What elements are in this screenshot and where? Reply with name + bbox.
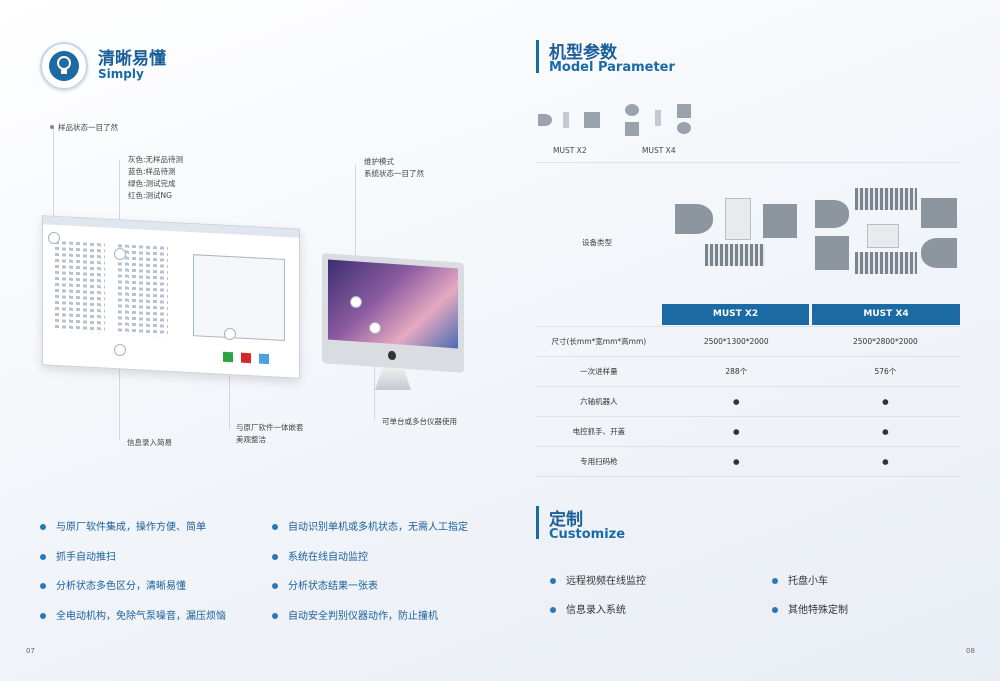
- device-x2-diagram: [675, 188, 800, 270]
- custom-item: 远程视频在线监控: [550, 572, 646, 587]
- page-number-left: 07: [26, 647, 35, 655]
- callout-maintenance: 维护模式 系统状态一目了然: [364, 157, 424, 178]
- model-x2-thumbnail: [538, 110, 602, 132]
- section-subtitle-simply: Simply: [98, 67, 144, 81]
- section-subtitle-customize: Customize: [549, 527, 626, 542]
- table-header-x2: MUST X2: [662, 304, 809, 325]
- dot: [50, 125, 54, 129]
- callout-samples: 样品状态一目了然: [50, 122, 118, 134]
- title-bar: [536, 40, 539, 73]
- parameter-table: 尺寸(长mm*宽mm*高mm) 2500*1300*2000 2500*2800…: [536, 327, 960, 477]
- callout-multi: 可单台或多台仪器使用: [382, 417, 457, 426]
- model-x4-label: MUST X4: [642, 146, 676, 155]
- section-title-simply: 清晰易懂: [98, 49, 166, 69]
- lightbulb-icon: [40, 42, 88, 90]
- feature-item: 系统在线自动监控: [272, 543, 468, 573]
- section-title-model: 机型参数: [549, 43, 617, 63]
- callout-colors: 灰色:无样品待测 蓝色:样品待测 绿色:测试完成 红色:测试NG: [128, 155, 184, 200]
- table-row: 尺寸(长mm*宽mm*高mm) 2500*1300*2000 2500*2800…: [536, 327, 960, 357]
- status-red: [241, 352, 251, 364]
- table-row: 专用扫码枪 ● ●: [536, 446, 960, 477]
- table-header-x4: MUST X4: [812, 304, 960, 325]
- table-row: 六轴机器人 ● ●: [536, 386, 960, 417]
- section-subtitle-model: Model Parameter: [549, 60, 675, 75]
- custom-item: 信息录入系统: [550, 601, 626, 616]
- software-screenshot: [42, 215, 300, 379]
- custom-item: 托盘小车: [772, 572, 828, 587]
- page-number-right: 08: [966, 647, 975, 655]
- feature-item: 自动安全判别仪器动作，防止撞机: [272, 602, 468, 632]
- device-type-label: 设备类型: [582, 238, 612, 247]
- feature-item: 自动识别单机或多机状态，无需人工指定: [272, 513, 468, 543]
- model-x2-label: MUST X2: [553, 146, 587, 155]
- status-green: [223, 351, 233, 363]
- monitor-stand: [375, 368, 411, 390]
- apple-logo-icon: [388, 350, 396, 361]
- features-col1: 与原厂软件集成，操作方便、简单 抓手自动推扫 分析状态多色区分，清晰易懂 全电动…: [40, 513, 226, 631]
- dialog-panel: [193, 254, 285, 341]
- feature-item: 分析状态多色区分，清晰易懂: [40, 572, 226, 602]
- sample-grid-left: [55, 240, 105, 334]
- feature-item: 与原厂软件集成，操作方便、简单: [40, 513, 226, 543]
- model-x4-thumbnail: [625, 100, 693, 140]
- status-blue: [259, 353, 269, 365]
- callout-info: 信息录入简易: [127, 438, 172, 447]
- device-x4-diagram: [815, 188, 960, 276]
- feature-item: 全电动机构，免除气泵噪音，漏压烦恼: [40, 602, 226, 632]
- sample-grid-right: [118, 244, 168, 337]
- table-row: 一次进样量 288个 576个: [536, 356, 960, 387]
- section-title-customize: 定制: [549, 510, 583, 530]
- features-col2: 自动识别单机或多机状态，无需人工指定 系统在线自动监控 分析状态结果一张表 自动…: [272, 513, 468, 631]
- custom-item: 其他特殊定制: [772, 601, 848, 616]
- feature-item: 分析状态结果一张表: [272, 572, 468, 602]
- table-row: 电控抓手、开盖 ● ●: [536, 416, 960, 447]
- feature-item: 抓手自动推扫: [40, 543, 226, 573]
- monitor: [322, 253, 464, 373]
- monitor-screen: [328, 259, 458, 349]
- callout-embed: 与原厂软件一体嵌套 美观整洁: [236, 423, 304, 444]
- title-bar: [536, 506, 539, 539]
